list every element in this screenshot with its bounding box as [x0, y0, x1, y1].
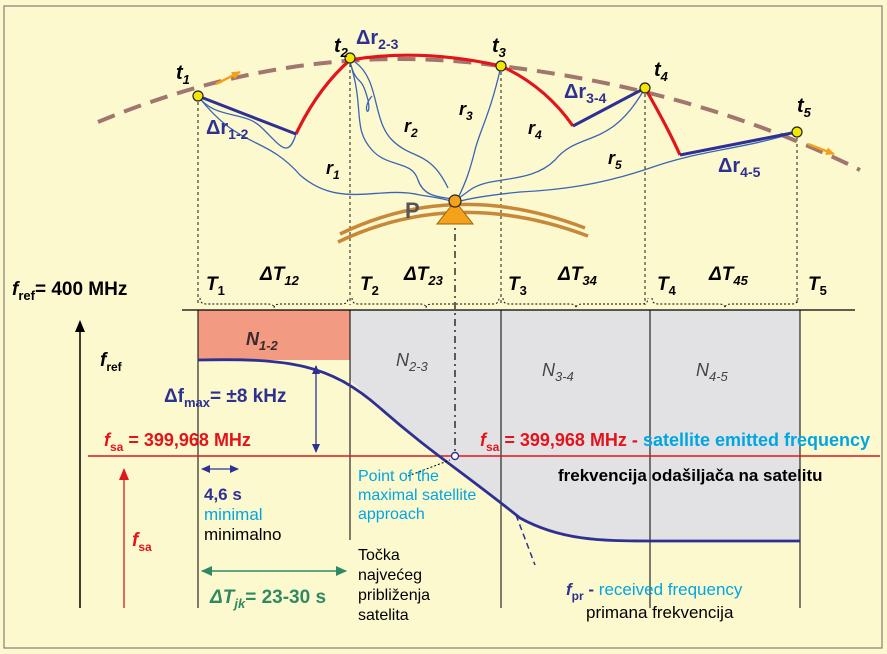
satellite-t4 — [639, 82, 651, 94]
svg-text:satelita: satelita — [358, 607, 409, 624]
label-t2: t2 — [334, 35, 349, 60]
satellite-t2 — [344, 52, 356, 64]
fpr-label: fpr - received frequency — [566, 580, 743, 603]
motion-arrow-left — [215, 70, 241, 86]
band-gray-area — [350, 310, 800, 541]
satellite-dots — [192, 52, 803, 138]
label-dr12: Δr1-2 — [206, 117, 249, 142]
max-approach-point — [450, 451, 460, 461]
orbit-arcs — [294, 53, 682, 156]
label-T3: T3 — [508, 274, 527, 298]
label-r3: r3 — [459, 99, 473, 123]
label-r4: r4 — [528, 118, 542, 142]
svg-text:približenja: približenja — [358, 587, 430, 604]
fsa-left-label: fsa = 399,968 MHz — [104, 430, 251, 454]
fsa-right-hr-label: frekvencija odašiljača na satelitu — [558, 466, 823, 485]
received-frequency-curve — [197, 358, 800, 543]
label-dT34: ΔT34 — [557, 264, 598, 288]
label-dT45: ΔT45 — [708, 264, 749, 288]
svg-text:Point of the: Point of the — [358, 468, 439, 485]
label-r5: r5 — [608, 148, 622, 172]
svg-text:maximal satellite: maximal satellite — [358, 487, 476, 504]
interval-braces — [199, 297, 799, 309]
time-dividers — [197, 310, 801, 608]
station-label: P — [405, 198, 420, 223]
fsa-axis-label: fsa — [132, 530, 152, 554]
fpr-hr-label: primana frekvencija — [586, 603, 734, 622]
approach-hr-label: Točka najvećeg približenja satelita — [358, 547, 430, 624]
svg-text:Točka: Točka — [358, 547, 400, 564]
label-dr23: Δr2-3 — [356, 27, 399, 52]
signal-paths — [197, 61, 798, 203]
delta-tjk-label: ΔTjk= 23-30 s — [209, 587, 326, 611]
svg-text:approach: approach — [358, 506, 425, 523]
label-n34: N3-4 — [542, 360, 574, 384]
label-T1: T1 — [206, 274, 225, 298]
ground-station — [337, 194, 589, 244]
label-n23: N2-3 — [396, 350, 429, 374]
label-t5: t5 — [797, 95, 812, 120]
label-T5: T5 — [808, 274, 827, 298]
label-t3: t3 — [492, 35, 507, 60]
label-t1: t1 — [176, 62, 190, 87]
outer-frame — [3, 5, 883, 649]
label-r2: r2 — [404, 116, 418, 140]
label-dT23: ΔT23 — [403, 264, 444, 288]
label-t4: t4 — [654, 59, 669, 84]
label-dr45: Δr4-5 — [718, 155, 761, 180]
orbit-path — [97, 57, 861, 172]
svg-text:najvećeg: najvećeg — [358, 567, 422, 584]
label-T2: T2 — [360, 274, 379, 298]
label-n45: N4-5 — [696, 360, 729, 384]
chord-lines — [197, 86, 798, 157]
label-n12: N1-2 — [246, 329, 279, 353]
satellite-t3 — [495, 60, 507, 72]
satellite-t5 — [791, 126, 803, 138]
label-T4: T4 — [657, 274, 677, 298]
fsa-right-label: fsa = 399,968 MHz - satellite emitted fr… — [480, 430, 870, 454]
fpr-pointer — [515, 514, 536, 566]
min-time-en: minimal — [204, 505, 263, 524]
label-dT12: ΔT12 — [259, 264, 300, 288]
fref-value-label: fref= 400 MHz — [12, 279, 127, 303]
projection-lines — [197, 58, 798, 305]
motion-arrow-right — [807, 142, 835, 156]
band-n12 — [198, 310, 350, 360]
fref-axis-label: fref — [100, 350, 123, 374]
delta-fmax-label: Δfmax= ±8 kHz — [164, 386, 286, 410]
min-time-value: 4,6 s — [204, 485, 242, 504]
min-time-hr: minimalno — [204, 525, 281, 544]
satellite-t1 — [192, 90, 204, 102]
label-dr34: Δr3-4 — [564, 81, 607, 106]
approach-pointer — [407, 459, 451, 477]
label-r1: r1 — [326, 158, 340, 182]
approach-en-label: Point of the maximal satellite approach — [358, 468, 476, 523]
